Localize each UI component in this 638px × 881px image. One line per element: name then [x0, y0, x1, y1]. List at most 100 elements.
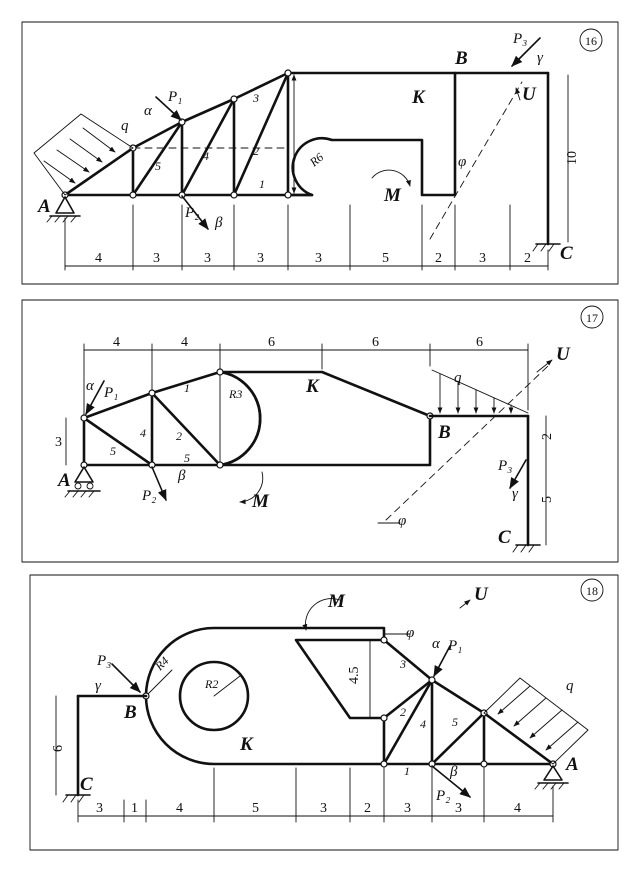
panel-17-label-a: A: [57, 470, 71, 491]
panel-16-angle-phi: φ: [458, 154, 466, 170]
panel-18-force-p1-arrow: [433, 645, 451, 677]
panel-18-dim-1: 3: [96, 801, 103, 816]
panel-16-label-m: M: [383, 185, 402, 206]
panel-16-dim-2: 3: [153, 251, 160, 266]
panel-17-angle-phi: φ: [398, 513, 406, 529]
panel-18-radius-inner: R2: [204, 677, 218, 691]
panel-16-u-arrow: [515, 87, 521, 101]
panel-17-angle-alpha: α: [86, 378, 95, 394]
panel-16-dim-8: 3: [479, 251, 486, 266]
panel-18-angle-alpha: α: [432, 636, 441, 652]
panel-18-member-3: 3: [399, 657, 406, 671]
panel-18-u-arrow: [459, 599, 471, 609]
panel-16-member-2: 2: [253, 144, 259, 158]
panel-16-dim-3: 3: [204, 251, 211, 266]
panel-18-moment-arrow: [302, 598, 341, 631]
panel-16-label-k: K: [411, 87, 426, 108]
panel-17-force-p2-arrow: [151, 466, 167, 502]
panel-16-dim-1: 4: [95, 251, 102, 266]
panel-17-plate-k: [218, 370, 432, 467]
panel-16-moment-arrow: [371, 169, 411, 187]
panel-18-member-3-line: [382, 638, 434, 682]
panel-18-dim-8: 3: [455, 801, 462, 816]
panel-16-plate-k: [286, 71, 457, 197]
panel-16-diagonal-4: [180, 97, 236, 197]
panel-16-label-c: C: [560, 243, 573, 264]
panel-17: 17 1 2 5 4 5 R3 K A: [21, 299, 619, 563]
panel-16-u-line: [429, 81, 523, 240]
panel-18-side-dim-4-5: 4.5: [347, 667, 362, 685]
panel-17-angle-gamma: γ: [512, 486, 519, 502]
panel-18-frame: [29, 574, 619, 851]
panel-18-force-p3: P₃: [96, 653, 111, 669]
panel-16-member-1: 1: [259, 177, 265, 191]
panel-18-radius-outer: R4: [152, 654, 172, 674]
panel-16-height-10: 10: [565, 151, 580, 165]
panel-18-joints: [142, 636, 557, 768]
panel-16-angle-gamma: γ: [537, 50, 544, 66]
panel-17-diagonal-2: [150, 391, 222, 467]
panel-16-frame: [21, 21, 619, 285]
panel-18-label-b: B: [123, 702, 137, 723]
panel-17-dim-2: 4: [181, 335, 188, 350]
panel-17-force-p1-arrow: [85, 380, 105, 415]
panel-16-load-q: q: [121, 118, 129, 134]
panel-17-u-line: [385, 365, 549, 521]
panel-17-u-arrow: [536, 359, 553, 373]
panel-18-dim-2: 1: [131, 801, 138, 816]
panel-16: 16 1 2 3 4 5 A: [21, 21, 619, 285]
panel-17-side-dim-3: 3: [55, 435, 62, 450]
panel-16-dim-5: 3: [315, 251, 322, 266]
panel-16-angle-beta: β: [214, 215, 223, 231]
panel-18-angle-phi: φ: [406, 625, 414, 641]
panel-18: 18 R2 R4 K 1 2 3 4 5 4.5: [29, 574, 619, 851]
panel-16-dim-7: 2: [435, 251, 442, 266]
panel-17-label-m: M: [251, 491, 270, 512]
panel-17-radius: R3: [228, 387, 242, 401]
panel-17-member-5: 5: [110, 444, 116, 458]
panel-16-force-p3-arrow: [511, 37, 541, 67]
panel-16-diagonal-5: [131, 120, 184, 197]
panel-16-member-5: 5: [155, 159, 161, 173]
panel-18-label-a: A: [565, 754, 579, 775]
panel-18-diagonal-2: [382, 678, 434, 766]
panel-16-force-p1: P₁: [167, 89, 182, 105]
panel-17-dim-5: 6: [476, 335, 483, 350]
panel-16-force-p2: P₂: [184, 205, 199, 221]
panel-18-member-1: 1: [404, 764, 410, 778]
panel-18-load-q: q: [566, 678, 574, 694]
panel-18-diagonal-5: [430, 711, 486, 766]
panel-17-member-3: 5: [184, 451, 190, 465]
panel-16-support-a: [46, 196, 81, 223]
panel-17-force-p3: P₃: [497, 458, 512, 474]
panel-18-force-p3-arrow: [111, 663, 141, 693]
panel-17-member-1: 1: [184, 381, 190, 395]
panel-18-angle-beta: β: [449, 764, 458, 780]
panel-17-label-c: C: [498, 527, 511, 548]
panel-17-angle-beta: β: [177, 468, 186, 484]
panel-16-dimension-chain: [64, 204, 549, 271]
panel-18-number-circle: [580, 578, 604, 602]
panel-18-force-p2: P₂: [435, 788, 450, 804]
panel-16-distributed-load: [33, 113, 134, 196]
panel-16-label-b: B: [454, 48, 468, 69]
panel-16-diagonal-3: [232, 71, 290, 197]
panel-18-label-u: U: [474, 584, 489, 605]
panel-18-dim-4: 5: [252, 801, 259, 816]
panel-17-moment-arrow: [239, 471, 264, 505]
panel-18-force-p2-arrow: [431, 765, 471, 798]
panel-18-side-dim-6: 6: [51, 745, 66, 752]
panel-18-support-a: [534, 765, 569, 790]
panel-17-dimension-chain: [83, 343, 529, 416]
panel-18-label-m: M: [327, 591, 346, 612]
panel-16-member-4: 4: [203, 149, 209, 163]
panel-16-angle-alpha: α: [144, 103, 153, 119]
panel-16-number: 16: [585, 34, 597, 48]
panel-18-distributed-load: [483, 677, 589, 765]
panel-17-support-a: [64, 466, 101, 498]
panel-18-angle-gamma: γ: [95, 678, 102, 694]
panel-18-inner-radius-line: [213, 675, 241, 697]
panel-17-label-b: B: [437, 422, 451, 443]
panel-17-load-q: q: [454, 370, 462, 386]
